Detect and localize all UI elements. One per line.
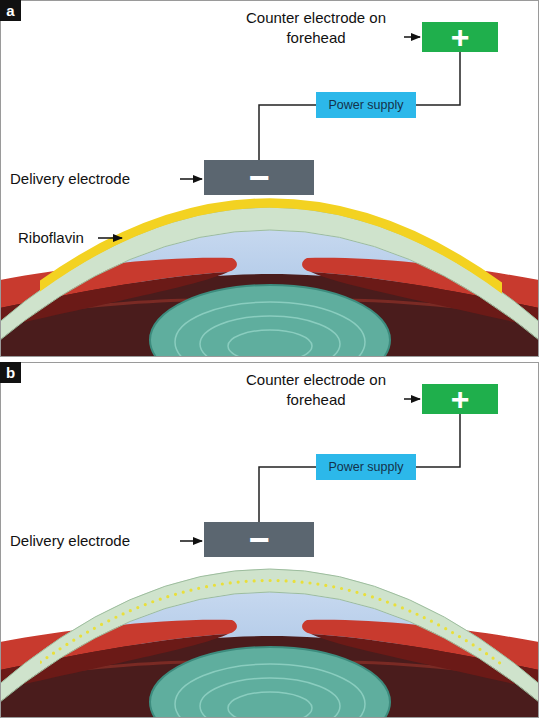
- counter-electrode: +: [422, 384, 498, 414]
- leader-arrow: [404, 36, 420, 38]
- node-text: +: [451, 384, 470, 414]
- leader-arrow: [404, 398, 420, 400]
- leader-arrow: [180, 540, 202, 542]
- eye-cross-section: [0, 569, 539, 718]
- eye-cross-section: [0, 207, 539, 356]
- panel-label: b: [0, 362, 21, 383]
- callout-label: Counter electrode on forehead: [226, 8, 406, 48]
- panel-label: a: [0, 0, 21, 21]
- wire: [259, 467, 316, 522]
- wire: [416, 414, 460, 467]
- panel-frame: [1, 1, 539, 357]
- wire: [416, 52, 460, 105]
- panel-frame: [1, 363, 539, 718]
- counter-electrode: +: [422, 22, 498, 52]
- riboflavin-dots: [40, 581, 502, 703]
- wire: [259, 105, 316, 160]
- leader-arrow: [98, 237, 122, 239]
- node-text: b: [6, 362, 15, 383]
- node-text: −: [248, 523, 269, 557]
- callout-label: Delivery electrode: [10, 531, 180, 551]
- node-text: Power supply: [328, 460, 403, 474]
- delivery-electrode: −: [204, 522, 314, 557]
- node-text: +: [451, 22, 470, 52]
- node-text: −: [248, 161, 269, 195]
- panel-b-art: [0, 363, 539, 718]
- callout-label: Delivery electrode: [10, 169, 180, 189]
- node-text: a: [6, 0, 14, 21]
- node-text: Power supply: [328, 98, 403, 112]
- riboflavin-layer: [40, 203, 502, 326]
- callout-label: Counter electrode on forehead: [226, 370, 406, 410]
- panel-a-art: [0, 1, 539, 396]
- leader-arrow: [180, 178, 202, 180]
- delivery-electrode: −: [204, 160, 314, 195]
- callout-label: Riboflavin: [18, 228, 98, 248]
- power-supply-box: Power supply: [316, 454, 416, 480]
- power-supply-box: Power supply: [316, 92, 416, 118]
